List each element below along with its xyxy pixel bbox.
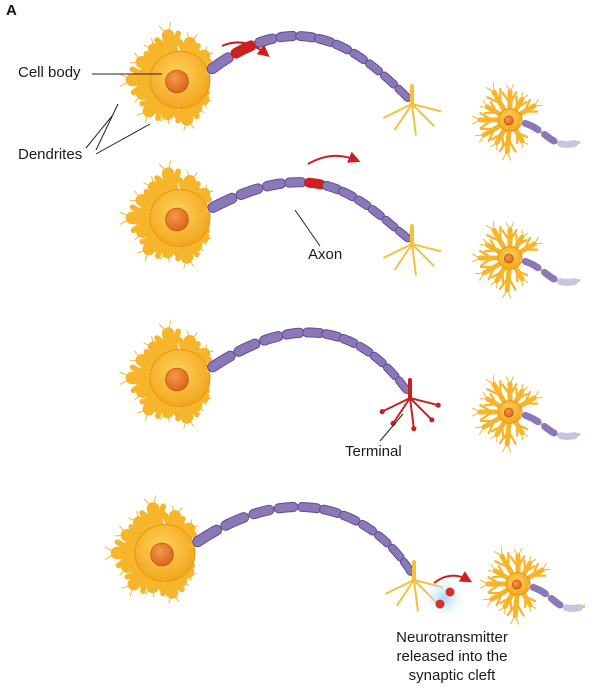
myelin-sheath xyxy=(381,72,398,88)
myelin-sheath xyxy=(298,503,321,513)
receiver-myelin xyxy=(521,411,542,426)
myelin-sheath xyxy=(249,505,274,519)
nucleus xyxy=(165,207,189,232)
myelin-sheath xyxy=(375,532,391,547)
dendrites-leader-2 xyxy=(95,123,151,155)
receiver-myelin xyxy=(541,269,558,283)
receiver-myelin xyxy=(557,278,578,286)
nucleus xyxy=(503,115,514,126)
receiver-myelin xyxy=(563,604,583,612)
myelin-sheath xyxy=(296,32,317,42)
myelin-sheath xyxy=(260,332,283,345)
myelin-sheath xyxy=(395,227,411,242)
terminal-bouton xyxy=(429,417,435,423)
myelin-sheath xyxy=(332,40,352,54)
nucleus xyxy=(511,579,522,590)
receiver-myelin xyxy=(557,432,578,440)
myelin-sheath xyxy=(234,339,260,356)
nucleus xyxy=(503,253,514,264)
terminal-leader xyxy=(379,413,404,442)
myelin-sheath xyxy=(384,364,399,380)
synaptic-glow xyxy=(424,578,464,618)
cell-body-label: Cell body xyxy=(18,64,81,81)
nucleus xyxy=(165,69,189,94)
receiver-myelin xyxy=(548,595,564,609)
myelin-sheath xyxy=(276,31,297,42)
neuron-row-2 xyxy=(119,151,581,299)
myelin-sheath xyxy=(395,377,410,393)
myelin-sheath xyxy=(282,328,304,339)
neuron-row-4 xyxy=(104,495,586,625)
receiver-myelin xyxy=(557,140,578,148)
myelin-sheath xyxy=(356,342,373,356)
terminal-bouton xyxy=(435,402,441,408)
impulse-segment xyxy=(231,41,256,58)
myelin-sheath xyxy=(395,85,411,101)
myelin-sheath xyxy=(370,352,386,367)
myelin-sheath xyxy=(208,351,235,372)
myelin-sheath xyxy=(322,330,342,341)
terminal-bouton xyxy=(411,426,417,432)
terminal-label: Terminal xyxy=(345,443,402,460)
myelin-sheath xyxy=(340,511,360,525)
neurotransmitter-label-line3: synaptic cleft xyxy=(408,667,496,684)
neurotransmitter-label-line1: Neurotransmitter xyxy=(396,629,508,646)
vesicle-icon xyxy=(445,587,455,597)
curved-red-arrow-icon xyxy=(307,151,361,165)
myelin-sheath xyxy=(350,49,367,64)
myelin-sheath xyxy=(339,187,357,201)
receiver-myelin xyxy=(529,583,549,598)
myelin-sheath xyxy=(193,525,222,547)
nucleus xyxy=(150,542,174,567)
myelin-sheath xyxy=(365,60,383,75)
receiver-myelin xyxy=(541,423,558,437)
myelin-sheath xyxy=(236,184,263,199)
axon-label: Axon xyxy=(308,246,343,263)
myelin-sheath xyxy=(322,181,342,194)
receiver-myelin xyxy=(521,257,542,272)
axon-leader xyxy=(294,209,321,247)
myelin-sheath xyxy=(221,513,249,530)
myelin-sheath xyxy=(400,558,414,575)
neurotransmitter-label-line2: released into the xyxy=(396,648,508,665)
dendrites-label: Dendrites xyxy=(18,146,83,163)
dendrites-leader-3 xyxy=(85,115,113,149)
nucleus xyxy=(503,407,514,418)
myelin-sheath xyxy=(262,179,286,191)
nucleus xyxy=(165,367,189,392)
myelin-sheath xyxy=(319,505,342,517)
impulse-segment xyxy=(305,178,325,189)
receiver-myelin xyxy=(521,119,542,134)
terminal-bouton xyxy=(379,409,385,415)
myelin-sheath xyxy=(207,53,233,74)
myelin-sheath xyxy=(208,193,237,212)
myelin-sheath xyxy=(303,328,324,338)
neurotransmitter-label: Neurotransmitter released into the synap… xyxy=(382,628,522,685)
curved-red-arrow-icon xyxy=(433,571,473,584)
myelin-sheath xyxy=(382,216,398,231)
myelin-sheath xyxy=(389,544,404,561)
dendrites-leader-1 xyxy=(95,103,119,151)
myelin-sheath xyxy=(255,34,277,47)
vesicle-icon xyxy=(435,599,445,609)
myelin-sheath xyxy=(354,196,371,210)
myelin-sheath xyxy=(274,502,298,513)
myelin-sheath xyxy=(339,335,358,347)
myelin-sheath xyxy=(314,34,335,47)
receiver-myelin xyxy=(541,131,558,145)
neuron-row-3 xyxy=(119,320,581,453)
curved-red-arrow-icon xyxy=(221,41,270,58)
panel-letter: A xyxy=(6,2,17,19)
neuron-row-1 xyxy=(119,22,581,161)
myelin-sheath xyxy=(368,205,384,220)
myelin-sheath xyxy=(359,520,377,535)
